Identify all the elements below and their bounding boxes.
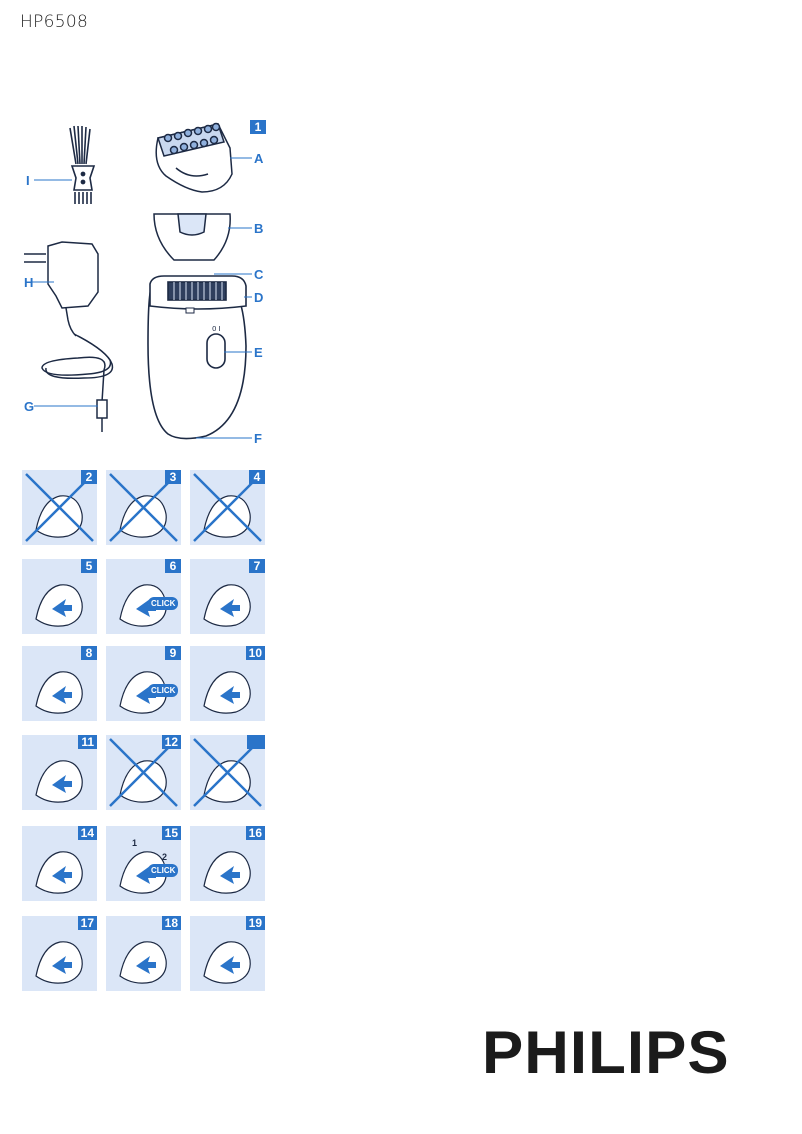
panel-illustration [203,584,251,627]
direction-arrow-icon [52,775,72,793]
label-f: F [254,431,262,446]
panel-number-badge: 3 [165,470,181,484]
prohibited-cross-line [109,738,178,807]
direction-arrow-icon [136,599,156,617]
appliance-sketch [119,495,167,538]
step-number: 1 [132,838,138,848]
direction-arrow-icon [220,599,240,617]
instruction-panel: 12 [106,735,181,810]
label-g: G [24,399,35,414]
label-h: H [24,275,34,290]
panel-illustration [203,941,251,984]
panel-illustration [35,941,83,984]
panel-illustration [119,941,167,984]
instruction-panel: 19 [190,916,265,991]
instruction-panel: 18 [106,916,181,991]
adapter-icon [24,241,114,432]
label-e: E [254,345,263,360]
instruction-panel: 11 [22,735,97,810]
panel-illustration [35,584,83,627]
instruction-panel: 17 [22,916,97,991]
panel-number-badge: 14 [77,826,97,840]
prohibited-cross-line [193,738,262,807]
click-callout: CLICK [148,597,179,610]
panel-number-badge: 18 [161,916,181,930]
panel-illustration [193,738,262,807]
panel-number-badge: 9 [165,646,181,660]
panel-number-badge: 8 [81,646,97,660]
direction-arrow-icon [220,956,240,974]
label-c: C [254,267,264,282]
panel-illustration [35,851,83,894]
panel-number-badge: 17 [77,916,97,930]
model-number: HP6508 [20,12,89,32]
panel-number-badge: 10 [245,646,265,660]
panel-number-badge: 7 [249,559,265,573]
instruction-panel: 3 [106,470,181,545]
label-d: D [254,290,264,305]
label-b: B [254,221,264,236]
instruction-panel: CLICK 9 [106,646,181,721]
epilating-head-icon [155,122,233,193]
instruction-panel: 2 [22,470,97,545]
product-overview-figure: 0 I 1 A B C D E F G H I [18,116,270,456]
click-callout: CLICK [148,684,179,697]
direction-arrow-icon [136,956,156,974]
label-a: A [254,151,264,166]
panel-number-badge: 6 [165,559,181,573]
direction-arrow-icon [52,599,72,617]
appliance-sketch [203,495,251,538]
panel-illustration [25,473,94,542]
instruction-panel: 8 [22,646,97,721]
panel-number-badge: 15 [161,826,181,840]
philips-logo: PHILIPS [482,1019,730,1086]
instruction-panel: 14 [22,826,97,901]
appliance-sketch [119,760,167,803]
panel-number-badge: 12 [161,735,181,749]
panel-illustration [203,671,251,714]
instruction-panel: CLICK 6 [106,559,181,634]
protection-cap-icon [153,213,231,261]
instruction-panel: 10 [190,646,265,721]
direction-arrow-icon [52,686,72,704]
panel-illustration [35,671,83,714]
product-overview-drawing: 0 I [24,122,252,440]
appliance-sketch [35,495,83,538]
epilator-appliance-icon: 0 I [147,275,247,440]
panel-illustration [193,473,262,542]
prohibited-cross-line [193,473,262,542]
cleaning-brush-icon [69,125,96,204]
panel-illustration [203,851,251,894]
panel-number-badge: 2 [81,470,97,484]
direction-arrow-icon [220,686,240,704]
panel-illustration [35,760,83,803]
svg-text:0 I: 0 I [212,325,221,333]
panel-number-badge: 11 [78,735,97,749]
figure-number-badge: 1 [250,120,266,134]
direction-arrow-icon [52,956,72,974]
prohibited-cross-line [109,473,178,542]
label-i: I [26,173,30,188]
instruction-panel: 16 [190,826,265,901]
direction-arrow-icon [220,866,240,884]
direction-arrow-icon [136,686,156,704]
prohibited-cross-line [25,473,94,542]
click-callout: CLICK [148,864,179,877]
direction-arrow-icon [52,866,72,884]
panel-number-badge: 19 [245,916,265,930]
instruction-panel: 5 [22,559,97,634]
panel-number-badge [247,735,265,749]
panel-number-badge: 4 [249,470,265,484]
appliance-sketch [203,760,251,803]
direction-arrow-icon [136,866,156,884]
panel-number-badge: 16 [245,826,265,840]
instruction-panel [190,735,265,810]
instruction-panel: 7 [190,559,265,634]
panel-number-badge: 5 [81,559,97,573]
panel-illustration [109,738,178,807]
panel-illustration [109,473,178,542]
instruction-panel: CLICK 1 2 15 [106,826,181,901]
step-number: 2 [162,852,168,862]
instruction-panel: 4 [190,470,265,545]
